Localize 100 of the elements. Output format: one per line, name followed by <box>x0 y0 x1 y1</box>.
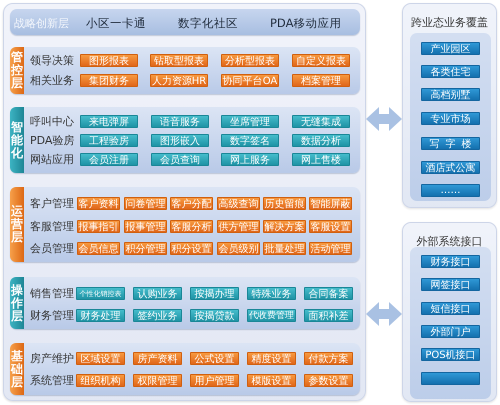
architecture-panel <box>3 3 366 401</box>
function-block: 客服设置 <box>309 220 352 233</box>
function-block: 房产资料 <box>133 352 182 365</box>
function-block: 历史留痕 <box>263 197 306 210</box>
function-block: 模版设置 <box>247 374 296 387</box>
function-block: 公式设置 <box>190 352 239 365</box>
function-block: 坐席管理 <box>221 115 279 128</box>
function-block: 用户管理 <box>190 374 239 387</box>
function-block: 来电弹屏 <box>80 115 138 128</box>
row-label: 客服管理 <box>30 220 74 233</box>
function-block: 档案管理 <box>292 74 350 87</box>
function-block: 会员信息 <box>77 242 120 255</box>
function-block: 代收费管理 <box>247 309 296 322</box>
function-block: 区域设置 <box>76 352 125 365</box>
item-block: 高档别墅 <box>421 88 480 101</box>
item-block: 外部门户 <box>421 325 480 338</box>
inner-panel <box>410 33 491 201</box>
function-block: 活动管理 <box>309 242 352 255</box>
function-block: 付款方案 <box>304 352 353 365</box>
function-block: 认购业务 <box>133 287 182 300</box>
layer-band <box>10 107 360 173</box>
item-block: 网签接口 <box>421 278 480 291</box>
row-label: 领导决策 <box>30 54 74 67</box>
layer-title: 战略创新层 <box>14 16 69 30</box>
function-block: 工程验房 <box>80 134 138 147</box>
function-block: 会员查询 <box>151 153 209 166</box>
item-block <box>421 372 480 385</box>
function-block: 客户资料 <box>77 197 120 210</box>
function-block: 合同备案 <box>304 287 353 300</box>
layer-band <box>10 187 360 262</box>
function-block: 分析型报表 <box>221 54 279 67</box>
item-block: 短信接口 <box>421 302 480 315</box>
function-block: 精度设置 <box>247 352 296 365</box>
row-label: 房产维护 <box>30 352 74 365</box>
row-label: 网站应用 <box>30 153 74 166</box>
layer-band <box>10 343 360 395</box>
function-block: 参数设置 <box>304 374 353 387</box>
function-block: 智能屏蔽 <box>309 197 352 210</box>
side-panel <box>402 222 497 402</box>
function-block: 会员级别 <box>217 242 260 255</box>
layer-tab: 管控层 <box>10 47 24 94</box>
function-block: 客户分配 <box>170 197 213 210</box>
item-block: 财务接口 <box>421 255 480 268</box>
side-panel <box>402 3 497 208</box>
function-block: 报事管理 <box>124 220 167 233</box>
function-block: 无缝集成 <box>292 115 350 128</box>
function-block: 数据分析 <box>292 134 350 147</box>
function-block: 钻取型报表 <box>150 54 208 67</box>
row-label: 相关业务 <box>30 74 74 87</box>
function-block: 图形报表 <box>80 54 138 67</box>
layer-tab: 操作层 <box>10 277 24 329</box>
function-block: 面积补差 <box>304 309 353 322</box>
module-label: PDA移动应用 <box>270 16 342 30</box>
function-block: 客服分析 <box>170 220 213 233</box>
function-block: 图形嵌入 <box>151 134 209 147</box>
layer-band <box>10 47 360 94</box>
double-arrow <box>366 107 402 131</box>
function-block: 会员注册 <box>80 153 138 166</box>
function-block: 高级查询 <box>217 197 260 210</box>
function-block: 批量处理 <box>263 242 306 255</box>
function-block: 按揭办理 <box>190 287 239 300</box>
function-block: 语音服务 <box>151 115 209 128</box>
item-block: 各类住宅 <box>421 65 480 78</box>
module-label: 小区一卡通 <box>86 16 146 30</box>
function-block: 积分管理 <box>124 242 167 255</box>
layer-tab: 运营层 <box>10 187 24 262</box>
function-block: 网上售楼 <box>292 153 350 166</box>
function-block: 协同平台OA <box>221 74 279 87</box>
item-block: 写字楼 <box>421 137 480 150</box>
function-block: 权限管理 <box>133 374 182 387</box>
function-block: 积分设置 <box>170 242 213 255</box>
layer-band <box>10 9 360 35</box>
layer-tab: 智能化 <box>10 107 24 173</box>
function-block: 网上服务 <box>221 153 279 166</box>
item-block: 专业市场 <box>421 112 480 125</box>
double-arrow <box>366 302 402 326</box>
function-block: 供方管理 <box>217 220 260 233</box>
function-block: 特殊业务 <box>247 287 296 300</box>
module-label: 数字化社区 <box>178 16 238 30</box>
row-label: 客户管理 <box>30 197 74 210</box>
panel-heading: 外部系统接口 <box>416 235 484 248</box>
function-block: 人力资源HR <box>150 74 208 87</box>
item-block: 酒店式公寓 <box>421 161 480 174</box>
item-block: …… <box>421 184 480 197</box>
layer-tab: 基础层 <box>10 343 24 395</box>
row-label: 系统管理 <box>30 374 74 387</box>
function-block: 组织机构 <box>76 374 125 387</box>
panel-heading: 跨业态业务覆盖 <box>410 16 489 29</box>
function-block: 签约业务 <box>133 309 182 322</box>
function-block: 自定义报表 <box>292 54 350 67</box>
function-block: 按揭贷款 <box>190 309 239 322</box>
inner-panel <box>410 247 491 399</box>
function-block: 集团财务 <box>80 74 138 87</box>
function-block: 报事指引 <box>77 220 120 233</box>
function-block: 数字签名 <box>221 134 279 147</box>
function-block: 解决方案 <box>263 220 306 233</box>
item-block: POS机接口 <box>421 348 480 361</box>
function-block: 财务处理 <box>76 309 125 322</box>
row-label: PDA验房 <box>30 134 74 147</box>
row-label: 会员管理 <box>30 242 74 255</box>
